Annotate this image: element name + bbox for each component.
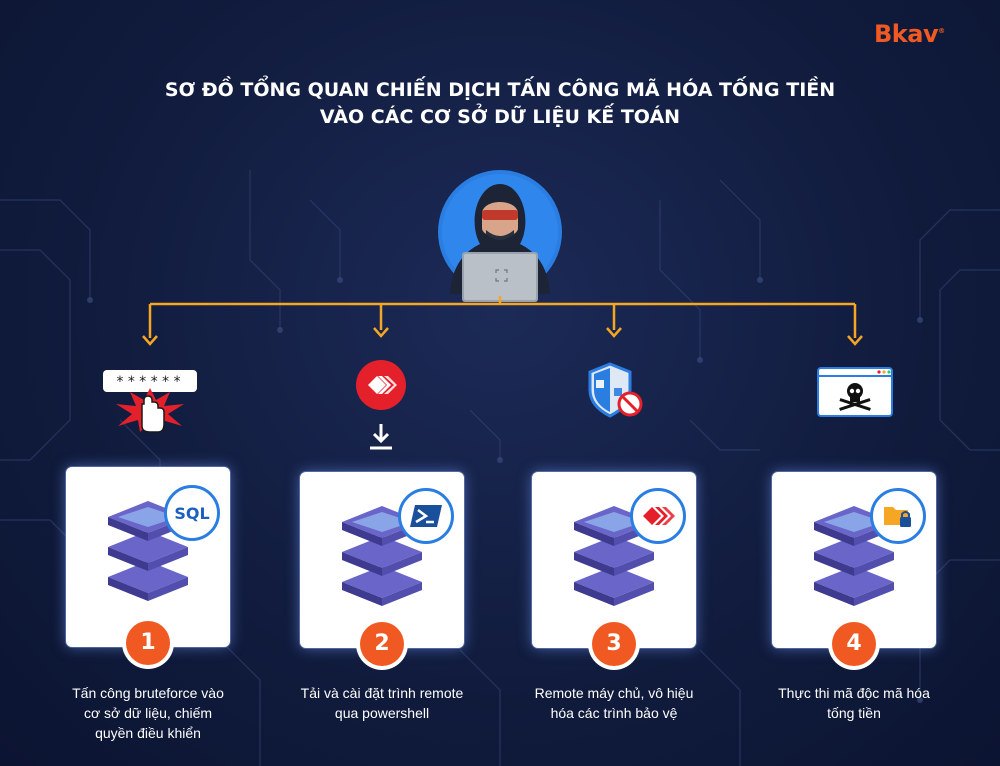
step-number-3: 3 bbox=[592, 622, 636, 666]
remote-app-icon bbox=[643, 507, 675, 525]
caption-line: cơ sở dữ liệu, chiếm bbox=[83, 705, 213, 721]
step-number-4: 4 bbox=[832, 622, 876, 666]
database-server-stack-icon bbox=[574, 506, 654, 606]
arrow-head-1 bbox=[142, 335, 158, 346]
caption-line: Tấn công bruteforce vào bbox=[72, 685, 224, 701]
hooded-hacker-laptop-icon bbox=[438, 170, 562, 302]
step-number-1: 1 bbox=[126, 621, 170, 665]
skull-window-icon bbox=[817, 367, 893, 417]
diagram-title-line-2: VÀO CÁC CƠ SỞ DỮ LIỆU KẾ TOÁN bbox=[319, 106, 681, 128]
step-card-2: 2 bbox=[300, 472, 464, 666]
powershell-icon bbox=[410, 505, 442, 527]
arrow-head-4 bbox=[847, 335, 863, 346]
caption-line: hóa các trình bảo vệ bbox=[550, 705, 678, 721]
caption-line: Thực thi mã độc mã hóa bbox=[778, 685, 930, 701]
powershell-badge bbox=[398, 488, 454, 544]
step-caption-3: Remote máy chủ, vô hiệu hóa các trình bả… bbox=[504, 683, 724, 723]
step-caption-4: Thực thi mã độc mã hóa tống tiền bbox=[744, 683, 964, 723]
arrow-head-2 bbox=[373, 327, 389, 338]
step-card-4: 4 bbox=[772, 472, 936, 666]
remote-app-badge bbox=[630, 488, 686, 544]
brand-logo: Bkav® bbox=[874, 20, 945, 48]
password-field-icon: ****** bbox=[103, 370, 197, 392]
arrow-head-3 bbox=[606, 327, 622, 338]
locked-folder-icon bbox=[884, 507, 911, 527]
bruteforce-hand-icon bbox=[116, 388, 184, 433]
step-card-1: SQL 1 bbox=[66, 467, 230, 665]
caption-line: tống tiền bbox=[827, 705, 881, 721]
diagram-title-line-1: SƠ ĐỒ TỔNG QUAN CHIẾN DỊCH TẤN CÔNG MÃ H… bbox=[164, 79, 836, 101]
caption-line: qua powershell bbox=[334, 705, 430, 721]
caption-line: Tải và cài đặt trình remote bbox=[300, 685, 464, 701]
step-number-2: 2 bbox=[360, 622, 404, 666]
step-caption-1: Tấn công bruteforce vào cơ sở dữ liệu, c… bbox=[40, 683, 256, 743]
sql-badge-label: SQL bbox=[174, 503, 210, 523]
step-caption-2: Tải và cài đặt trình remote qua powershe… bbox=[272, 683, 492, 723]
sql-badge: SQL bbox=[164, 485, 220, 541]
locked-folder-badge bbox=[870, 488, 926, 544]
caption-line: quyền điều khiển bbox=[95, 725, 201, 741]
shield-disabled-icon bbox=[588, 362, 643, 418]
step-card-3: 3 bbox=[532, 472, 696, 666]
brand-mark: ® bbox=[938, 27, 945, 35]
caption-line: Remote máy chủ, vô hiệu bbox=[534, 685, 694, 701]
brand-name: Bkav bbox=[874, 20, 939, 48]
remote-download-icon bbox=[356, 360, 406, 450]
